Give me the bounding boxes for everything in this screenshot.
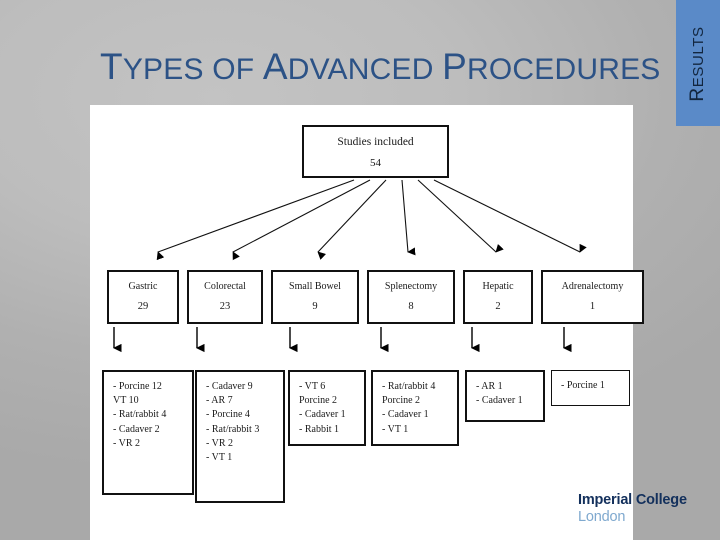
detail-line: - VT 6 <box>299 381 326 392</box>
category-value: 29 <box>137 301 149 312</box>
title-word-types: YPES <box>122 53 204 86</box>
category-value: 1 <box>589 301 596 312</box>
flow-detail-box-hepatic: - AR 1 - Cadaver 1 <box>465 370 545 422</box>
detail-line: - VT 1 <box>206 452 233 464</box>
page-title: TYPES OF ADVANCED PROCEDURES <box>100 46 660 88</box>
logo-line-imperial-college: Imperial College <box>578 492 687 508</box>
detail-line: - Rat/rabbit 4 <box>382 381 436 392</box>
title-word-of: OF <box>212 53 255 86</box>
category-label: Adrenalectomy <box>561 281 624 292</box>
detail-line: - Porcine 4 <box>206 409 250 421</box>
category-label: Gastric <box>128 281 158 292</box>
section-label-initial: R <box>687 87 708 102</box>
category-label: Splenectomy <box>384 281 438 292</box>
logo-line-london: London <box>578 509 626 525</box>
detail-line: - AR 1 <box>476 381 503 392</box>
detail-line: - Porcine 12 <box>113 381 162 392</box>
detail-line: - Porcine 1 <box>561 380 605 391</box>
flow-detail-box-colorectal: - Cadaver 9 - AR 7 - Porcine 4 - Rat/rab… <box>195 370 285 503</box>
detail-line: - Cadaver 1 <box>382 409 429 421</box>
imperial-college-london-logo: Imperial College London <box>578 492 720 532</box>
flow-category-box-hepatic: Hepatic 2 <box>463 270 533 324</box>
flow-category-box-splenectomy: Splenectomy 8 <box>367 270 455 324</box>
flow-detail-box-adrenalectomy: - Porcine 1 <box>551 370 630 406</box>
detail-line: - VR 2 <box>206 437 234 449</box>
flow-detail-box-small-bowel: - VT 6 Porcine 2 - Cadaver 1 - Rabbit 1 <box>288 370 366 446</box>
flow-root-label: Studies included <box>337 136 414 148</box>
flow-category-box-adrenalectomy: Adrenalectomy 1 <box>541 270 644 324</box>
title-word-procedures: ROCEDURES <box>467 53 661 86</box>
flow-detail-box-gastric: - Porcine 12 VT 10 - Rat/rabbit 4 - Cada… <box>102 370 194 495</box>
detail-line: VT 10 <box>113 395 139 407</box>
category-value: 9 <box>312 301 318 312</box>
category-value: 2 <box>495 301 501 312</box>
title-initial-t: T <box>100 46 123 87</box>
detail-line: - Rabbit 1 <box>299 423 339 435</box>
flow-category-box-colorectal: Colorectal 23 <box>187 270 263 324</box>
content-panel: Studies included 54 Gastric 29 Colorecta… <box>90 105 644 540</box>
flow-root-box: Studies included 54 <box>302 125 449 178</box>
category-value: 8 <box>408 301 414 312</box>
detail-line: - AR 7 <box>206 395 233 407</box>
flow-root-value: 54 <box>370 157 381 169</box>
detail-line: - Cadaver 1 <box>476 395 523 407</box>
detail-line: - Cadaver 1 <box>299 409 346 421</box>
section-label-rest: ESULTS <box>689 26 707 88</box>
category-label: Small Bowel <box>289 281 341 292</box>
flow-detail-box-splenectomy: - Rat/rabbit 4 Porcine 2 - Cadaver 1 - V… <box>371 370 459 446</box>
detail-line: - VT 1 <box>382 423 409 435</box>
detail-line: - Cadaver 9 <box>206 381 253 392</box>
detail-line: - Cadaver 2 <box>113 423 160 435</box>
detail-line: - Rat/rabbit 3 <box>206 423 260 435</box>
detail-line: Porcine 2 <box>299 395 338 407</box>
title-initial-a: A <box>262 46 288 87</box>
detail-line: - Rat/rabbit 4 <box>113 409 167 421</box>
category-label: Hepatic <box>482 281 514 292</box>
detail-line: - VR 2 <box>113 437 141 449</box>
title-initial-p: P <box>442 46 468 87</box>
flow-category-box-small-bowel: Small Bowel 9 <box>271 270 359 324</box>
category-value: 23 <box>219 301 231 312</box>
flow-category-box-gastric: Gastric 29 <box>107 270 179 324</box>
detail-line: Porcine 2 <box>382 395 421 407</box>
category-label: Colorectal <box>204 281 246 292</box>
title-word-advanced: DVANCED <box>287 53 434 86</box>
flowchart-diagram: Studies included 54 Gastric 29 Colorecta… <box>90 105 644 540</box>
